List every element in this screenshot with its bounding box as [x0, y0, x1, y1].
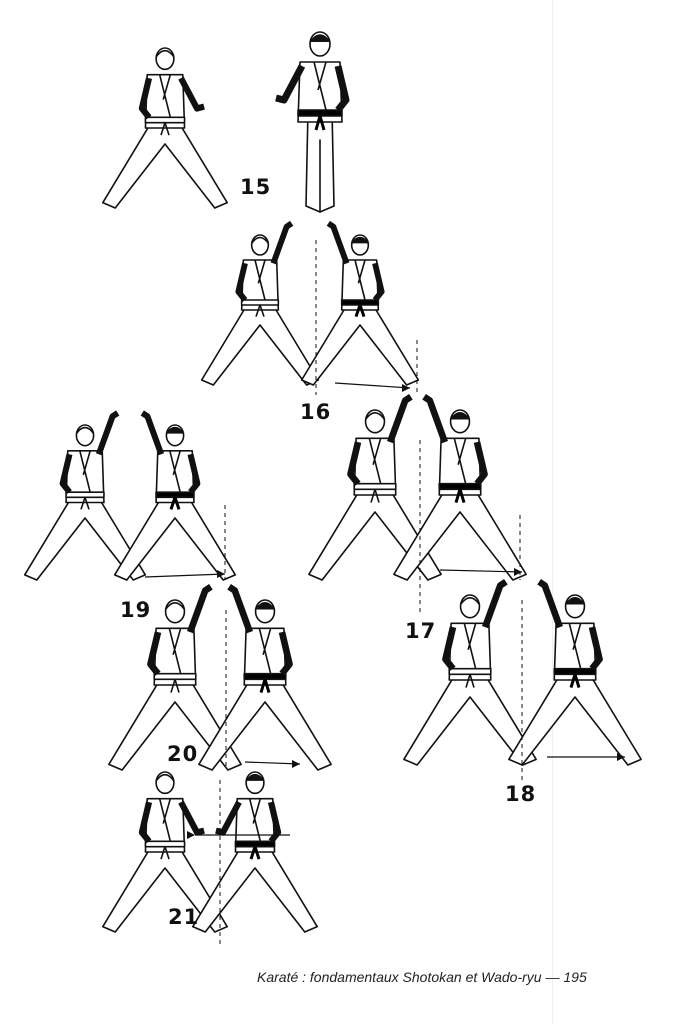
figure-15 [101, 31, 350, 213]
figure-label-17: 17 [405, 619, 437, 643]
page-number: 195 [563, 969, 587, 985]
karateka [508, 579, 642, 766]
figure-label-18: 18 [505, 782, 537, 806]
karateka [101, 47, 229, 209]
arrowhead-icon [617, 753, 625, 761]
karateka [200, 220, 320, 386]
karateka [275, 31, 350, 213]
karateka [308, 394, 442, 581]
karateka [403, 579, 537, 766]
arrowhead-icon [292, 760, 300, 768]
movement-arrow [334, 382, 411, 389]
karateka [300, 220, 420, 386]
karateka [101, 771, 229, 933]
running-footer: Karaté : fondamentaux Shotokan et Wado-r… [257, 969, 587, 985]
movement-arrow [244, 761, 301, 765]
figure-label-15: 15 [240, 175, 272, 199]
karateka [191, 771, 319, 933]
figure-20 [108, 584, 332, 771]
arrowhead-icon [402, 384, 410, 392]
figure-21 [101, 771, 319, 945]
arrowhead-icon [514, 568, 522, 576]
figure-label-21: 21 [168, 905, 200, 929]
figure-18 [403, 579, 642, 780]
arrowhead-icon [187, 831, 195, 839]
book-title: Karaté : fondamentaux Shotokan et Wado-r… [257, 969, 542, 985]
figure-19 [23, 410, 237, 581]
figure-17 [308, 394, 527, 612]
movement-arrow [144, 573, 226, 578]
karateka [113, 410, 237, 581]
figure-label-20: 20 [167, 742, 199, 766]
arrowhead-icon [217, 570, 225, 578]
figure-16 [200, 220, 420, 395]
movement-arrow [439, 569, 523, 573]
figure-label-19: 19 [120, 598, 152, 622]
page-edge [552, 0, 553, 1024]
figure-label-16: 16 [300, 400, 332, 424]
karateka [108, 584, 242, 771]
karateka [393, 394, 527, 581]
footer-separator: — [545, 969, 560, 985]
karateka [198, 584, 332, 771]
